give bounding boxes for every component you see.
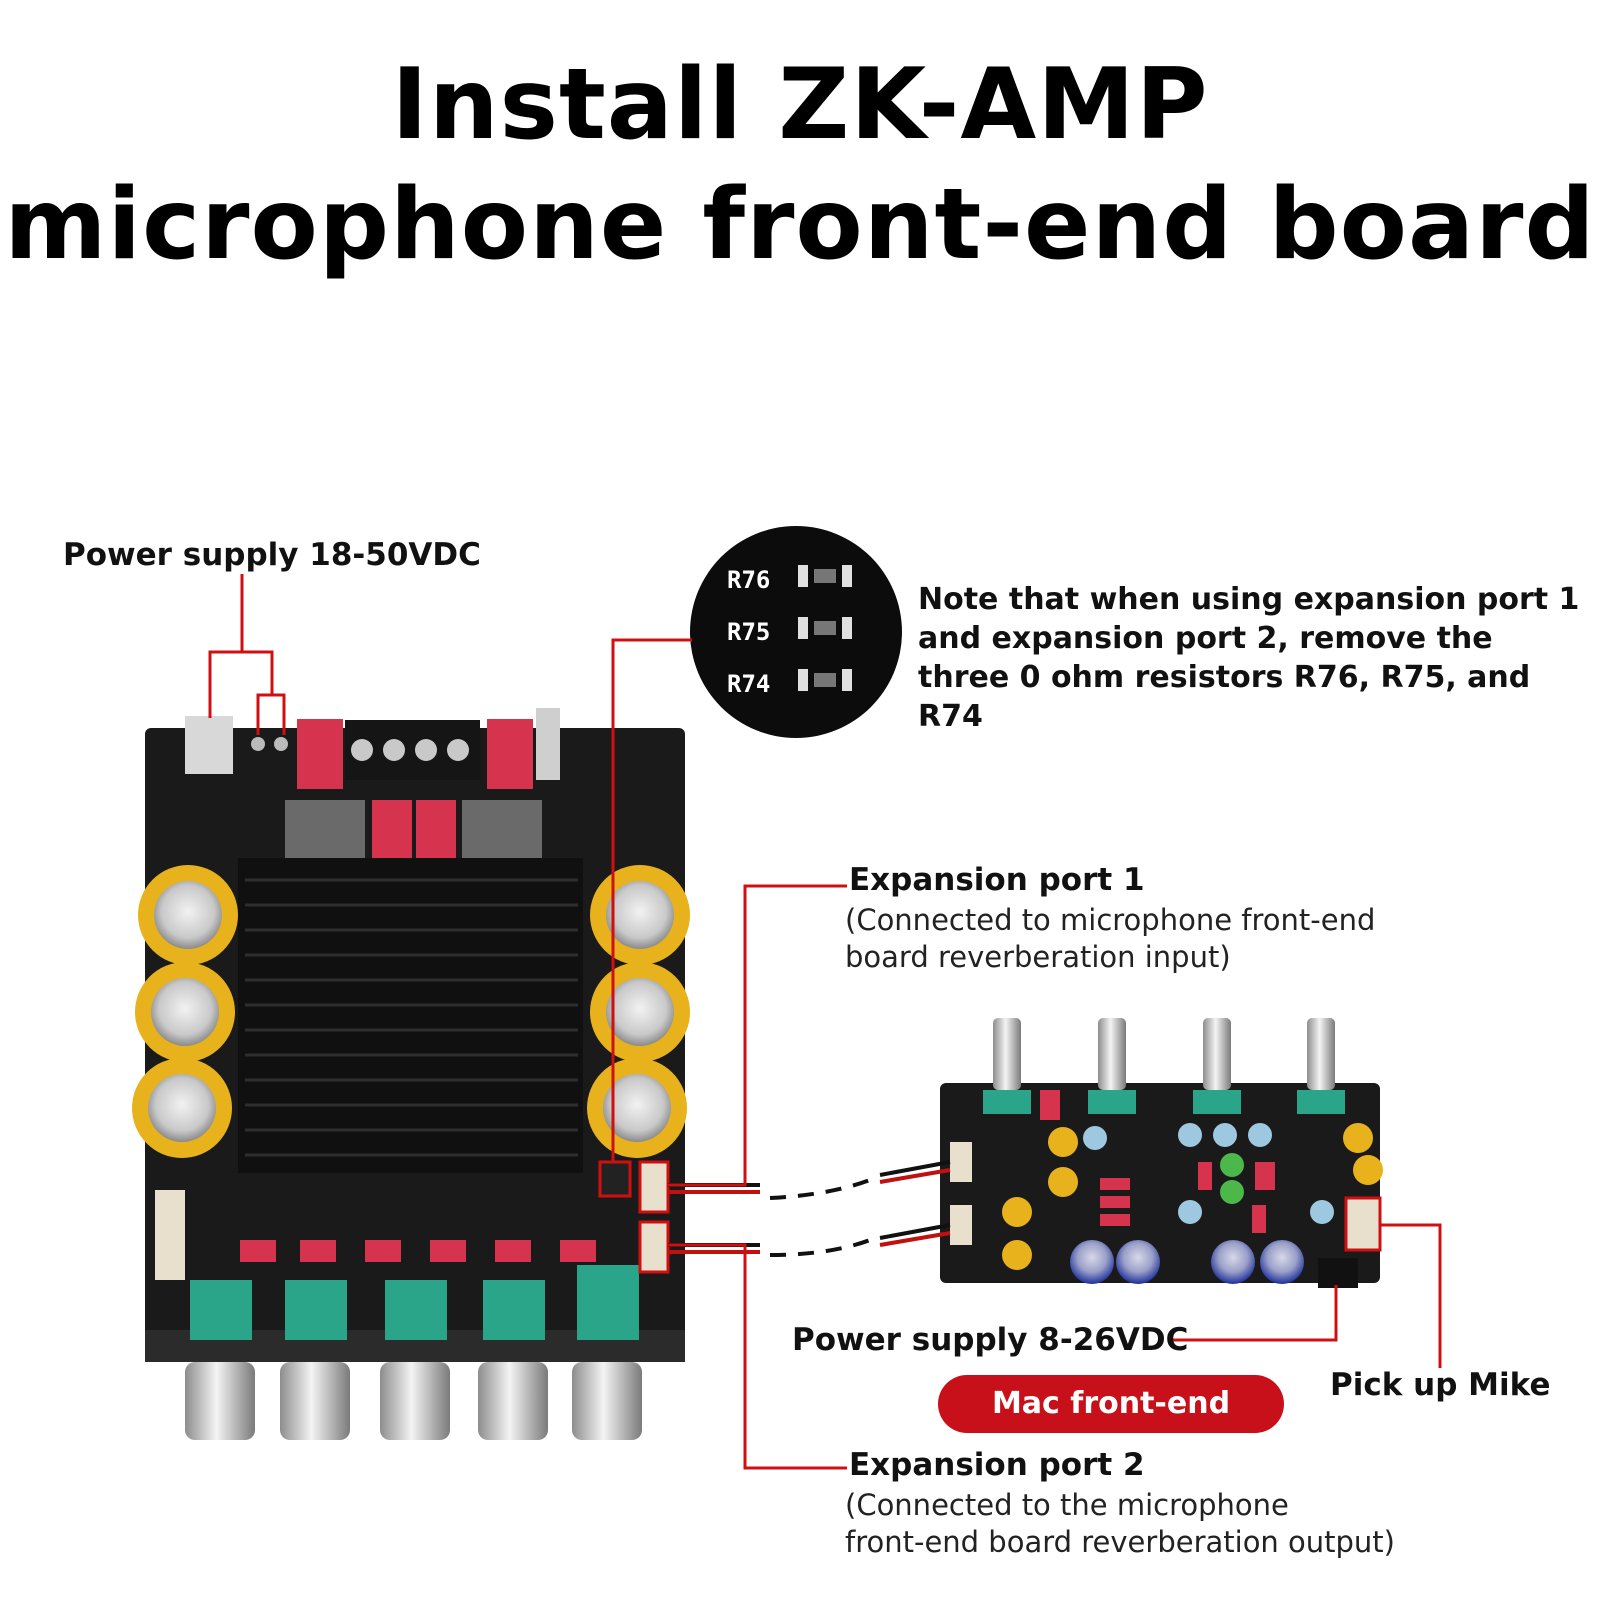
mic-yellow-caps bbox=[1002, 1123, 1383, 1270]
callout-expansion-1 bbox=[668, 884, 847, 1187]
mic-shafts bbox=[993, 1018, 1335, 1090]
red-capacitor-4 bbox=[416, 800, 456, 866]
red-film-caps bbox=[240, 1240, 596, 1262]
red-capacitor-2 bbox=[487, 719, 533, 789]
title-line-2: microphone front-end board bbox=[4, 168, 1596, 282]
mic-red-chips bbox=[1040, 1090, 1275, 1233]
desc-expansion-2-line-2: front-end board reverberation output) bbox=[845, 1525, 1395, 1559]
teal-potentiometers bbox=[190, 1265, 639, 1340]
switch bbox=[536, 708, 560, 780]
zoom-circle bbox=[690, 526, 902, 738]
power-pad-2 bbox=[274, 737, 288, 751]
callout-power-mic bbox=[1172, 1285, 1338, 1342]
pickup-connector bbox=[1344, 1196, 1382, 1252]
mic-power-terminal bbox=[1318, 1258, 1358, 1288]
desc-expansion-1-line-1: (Connected to microphone front-end bbox=[845, 903, 1376, 937]
heatsink bbox=[238, 858, 583, 1173]
label-power-mic: Power supply 8-26VDC bbox=[792, 1322, 1189, 1358]
inductor-2 bbox=[462, 800, 542, 858]
title-line-1: Install ZK-AMP bbox=[391, 48, 1209, 162]
label-expansion-1: Expansion port 1 bbox=[849, 862, 1145, 898]
resistor-area-marker bbox=[598, 1160, 632, 1198]
note-line-2: and expansion port 2, remove the bbox=[918, 621, 1493, 656]
red-capacitor-3 bbox=[372, 800, 412, 866]
amp-board bbox=[132, 708, 690, 1440]
power-pad-1 bbox=[251, 737, 265, 751]
callout-power-main-c bbox=[272, 693, 286, 735]
label-power-main: Power supply 18-50VDC bbox=[63, 537, 481, 573]
resistor-label-r74: R74 bbox=[727, 670, 770, 698]
desc-expansion-2: (Connected to the microphone front-end b… bbox=[845, 1487, 1395, 1561]
label-expansion-2: Expansion port 2 bbox=[849, 1447, 1145, 1483]
resistor-pads bbox=[798, 565, 852, 691]
capacitors-left bbox=[132, 865, 238, 1158]
note-line-3: three 0 ohm resistors R76, R75, and R74 bbox=[918, 660, 1531, 734]
note-line-1: Note that when using expansion port 1 bbox=[918, 582, 1580, 617]
inductor-1 bbox=[285, 800, 365, 858]
mic-blue-caps bbox=[1070, 1240, 1304, 1284]
resistor-label-r76: R76 bbox=[727, 566, 770, 594]
mic-input-connector-2 bbox=[950, 1205, 972, 1245]
wires bbox=[668, 1160, 951, 1257]
capacitors-right bbox=[587, 865, 690, 1158]
terminal-screws bbox=[351, 739, 469, 761]
desc-expansion-1: (Connected to microphone front-end board… bbox=[845, 902, 1375, 976]
note-text: Note that when using expansion port 1 an… bbox=[918, 580, 1600, 736]
side-connector bbox=[155, 1190, 185, 1280]
mic-board bbox=[940, 1018, 1383, 1288]
callout-resistors bbox=[611, 638, 692, 1162]
dc-jack bbox=[185, 716, 233, 774]
callout-expansion-2 bbox=[668, 1243, 847, 1470]
callout-pickup bbox=[1380, 1223, 1442, 1368]
desc-expansion-1-line-2: board reverberation input) bbox=[845, 940, 1231, 974]
label-pickup: Pick up Mike bbox=[1330, 1367, 1551, 1403]
amp-knobs bbox=[185, 1362, 642, 1440]
mic-teal-pots bbox=[983, 1090, 1345, 1114]
mic-input-connector-1 bbox=[950, 1142, 972, 1182]
callout-power-main-a bbox=[208, 574, 244, 718]
resistor-zoom: R76 R75 R74 bbox=[690, 526, 902, 738]
desc-expansion-2-line-1: (Connected to the microphone bbox=[845, 1488, 1289, 1522]
expansion-port-1-connector bbox=[638, 1160, 670, 1214]
expansion-port-2-connector bbox=[638, 1220, 670, 1274]
callout-lines bbox=[208, 574, 1442, 1470]
resistor-label-r75: R75 bbox=[727, 618, 770, 646]
mic-small-caps bbox=[1083, 1123, 1334, 1224]
callout-power-main-b bbox=[242, 650, 274, 735]
red-capacitor-1 bbox=[297, 719, 343, 789]
mic-board-badge: Mac front-end board bbox=[938, 1375, 1284, 1479]
